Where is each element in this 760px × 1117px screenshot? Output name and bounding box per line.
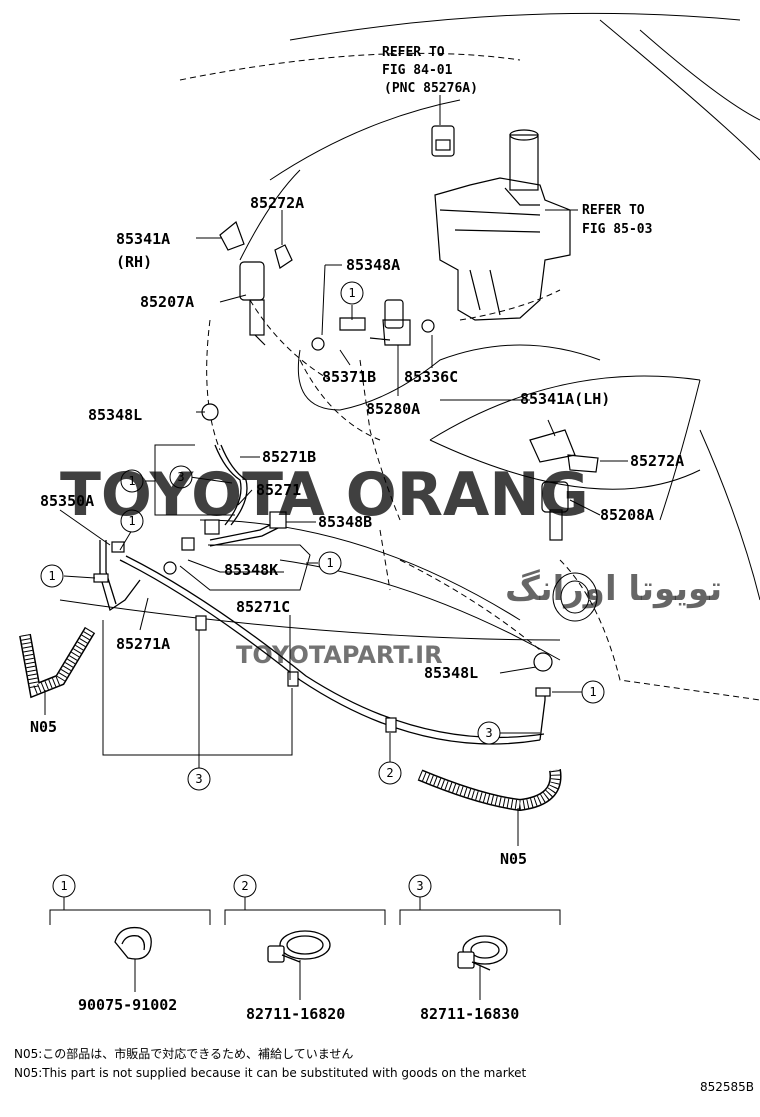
legend-number-3: 3: [416, 879, 423, 893]
label-85271C: 85271C: [236, 598, 290, 616]
legend-number-1: 1: [60, 879, 67, 893]
callout-3: 3: [195, 772, 202, 786]
callout-1: 1: [128, 474, 135, 488]
label-85271: 85271: [256, 481, 301, 499]
leader-lines: [44, 95, 628, 846]
legend-number-2: 2: [241, 879, 248, 893]
label-85348B: 85348B: [318, 513, 372, 531]
ref-fig84-line2: FIG 84-01: [382, 63, 453, 78]
label-85350A: 85350A: [40, 492, 94, 510]
legend-part-1: 90075-91002: [78, 996, 177, 1014]
corrugated-hose-right: [417, 769, 562, 812]
clip-82711-16820-icon: [267, 930, 331, 963]
callout-1: 1: [326, 556, 333, 570]
label-85272A-right: 85272A: [630, 452, 684, 470]
legend-brackets: [49, 897, 561, 1000]
level-sensor-icon: [431, 125, 455, 157]
label-85272A-top: 85272A: [250, 194, 304, 212]
body-outline: [59, 12, 760, 701]
callout-1: 1: [348, 286, 355, 300]
label-n05-right: N05: [500, 850, 527, 868]
ref-fig85-line1: REFER TO: [582, 203, 645, 218]
pump-icon: [311, 299, 435, 351]
label-85348A: 85348A: [346, 256, 400, 274]
label-85348L-bottom: 85348L: [424, 664, 478, 682]
callout-numbers: 1 1 3 1 1 1 1 3 3 2: [48, 286, 596, 786]
callout-1: 1: [128, 514, 135, 528]
watermark-main: TOYOTA ORANG: [60, 460, 589, 530]
watermark-arabic: تویوتا اورانگ: [505, 569, 722, 609]
washer-tank: [434, 129, 571, 321]
note-japanese: N05:この部品は、市販品で対応できるため、補給していません: [14, 1046, 353, 1061]
clip-90075-icon: [114, 926, 152, 960]
legend-part-2: 82711-16820: [246, 1005, 345, 1023]
callout-1: 1: [48, 569, 55, 583]
legend-part-3: 82711-16830: [420, 1005, 519, 1023]
label-rh: (RH): [116, 253, 152, 271]
callout-3: 3: [177, 470, 184, 484]
label-85271A: 85271A: [116, 635, 170, 653]
label-85348L-top: 85348L: [88, 406, 142, 424]
legend-numbers: 1 2 3: [60, 879, 423, 893]
corrugated-hose-left: [19, 626, 96, 699]
joints: [93, 403, 553, 733]
label-85280A: 85280A: [366, 400, 420, 418]
clip-82711-16830-icon: [457, 935, 508, 971]
ref-fig85-line2: FIG 85-03: [582, 222, 652, 237]
hoses: [99, 444, 546, 745]
callout-circles: [40, 281, 605, 791]
label-85371B: 85371B: [322, 368, 376, 386]
label-85341A-rh: 85341A: [116, 230, 170, 248]
watermark-url: TOYOTAPART.IR: [236, 641, 443, 669]
label-85208A: 85208A: [600, 506, 654, 524]
callout-2: 2: [386, 766, 393, 780]
ref-fig84-line1: REFER TO: [382, 45, 445, 60]
label-n05-left: N05: [30, 718, 57, 736]
ref-fig84-line3: (PNC 85276A): [384, 81, 478, 96]
figure-id: 852585B: [700, 1080, 754, 1094]
label-85271B: 85271B: [262, 448, 316, 466]
label-85336C: 85336C: [404, 368, 458, 386]
label-85348K: 85348K: [224, 561, 278, 579]
callout-3: 3: [485, 726, 492, 740]
label-85341A-lh: 85341A(LH): [520, 390, 610, 408]
label-85207A: 85207A: [140, 293, 194, 311]
callout-1: 1: [589, 685, 596, 699]
nozzle-rh-icon: [219, 221, 293, 346]
legend-circles: [52, 874, 432, 898]
nozzle-lh-icon: [529, 429, 599, 541]
note-english: N05:This part is not supplied because it…: [14, 1066, 527, 1080]
